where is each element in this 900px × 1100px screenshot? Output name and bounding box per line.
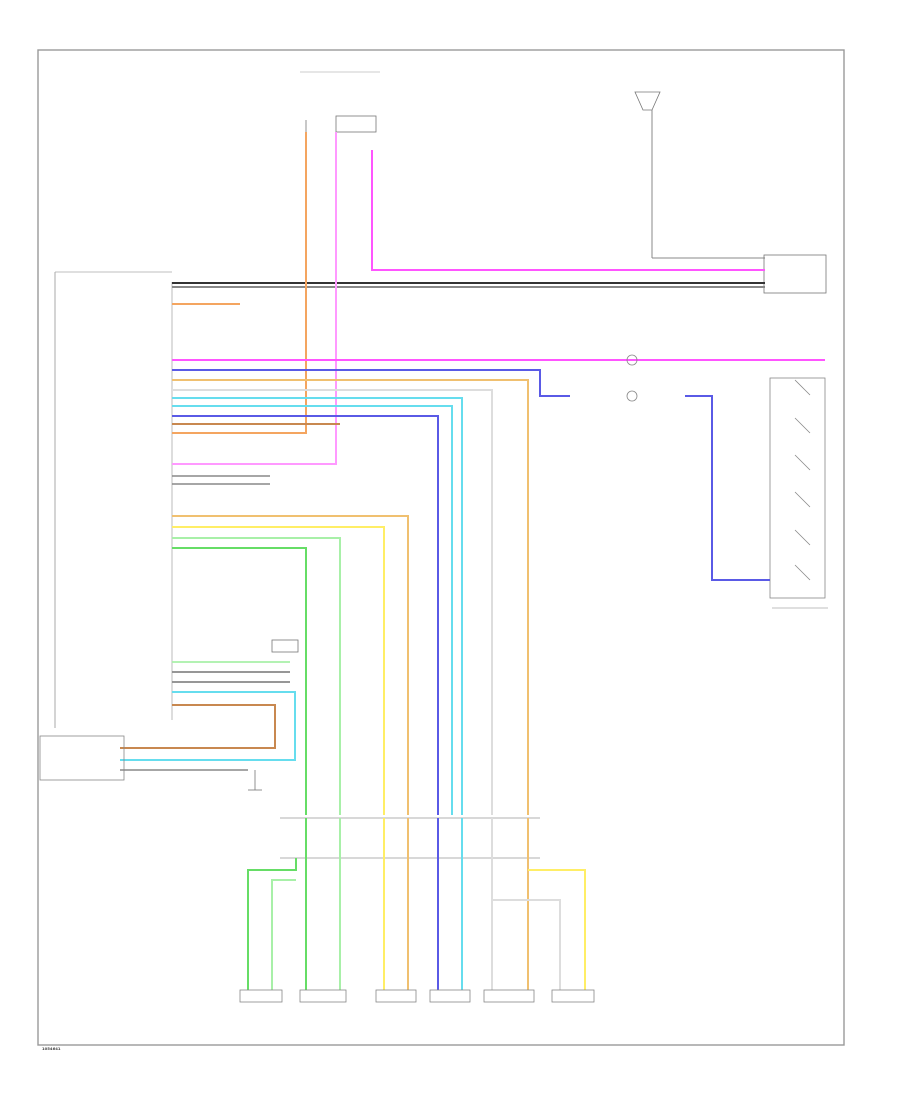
wire-blue-h7 (172, 415, 439, 815)
ground-symbol (248, 770, 262, 791)
speaker-boxes (239, 989, 595, 1003)
wire-blue-h2 (172, 369, 570, 397)
wire-brown-low (120, 704, 276, 749)
wire-lightgreen-mid (172, 537, 341, 815)
right-switch-block (626, 354, 828, 609)
wire-orange-top (172, 132, 307, 434)
wire-lightgreen-spk-rr (271, 879, 296, 990)
wire-cyan-h5 (172, 397, 463, 815)
wire-yellow-mid (172, 526, 385, 815)
wire-pink-top (172, 132, 337, 465)
diagram-frame (37, 49, 845, 1046)
wire-green-mid (172, 547, 307, 815)
wire-cyan-h6 (172, 405, 453, 815)
top-fuse-block (300, 71, 380, 133)
wire-lightgray-spk6 (492, 899, 561, 990)
wire-blue-right-loop (685, 395, 770, 581)
top-right-device (634, 91, 765, 259)
lower-left-module (39, 735, 125, 781)
amp-connector (271, 639, 299, 653)
wire-tan-mid (172, 515, 409, 815)
wire-lightgray-h4 (172, 389, 493, 815)
wire-tan-h3 (172, 379, 529, 815)
right-top-connector (763, 254, 827, 294)
footer-code: 1054641 (42, 1046, 61, 1051)
wire-cyan-low (120, 691, 296, 761)
wire-yellow-spk6 (528, 869, 586, 990)
wire-green-spk-rr (247, 858, 297, 990)
wire-magenta-top (371, 150, 765, 271)
